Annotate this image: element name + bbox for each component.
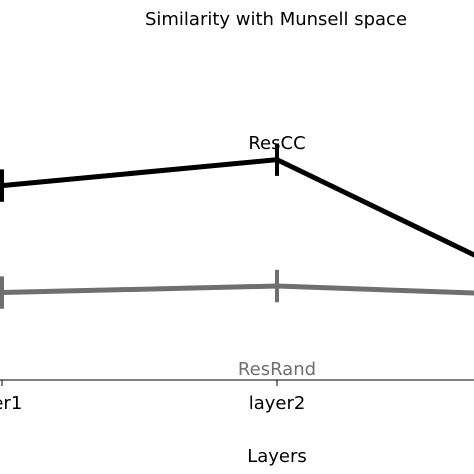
x-tick-label-layer2: layer2 [249, 393, 306, 414]
x-axis-ticks [1, 380, 278, 386]
chart-title: Similarity with Munsell space [145, 9, 407, 30]
series-layer [0, 143, 474, 309]
series-label-rescc: ResCC [248, 133, 305, 154]
series-label-resrand: ResRand [238, 359, 316, 380]
x-tick-label-layer1: yer1 [0, 393, 22, 414]
series-line-resrand [1, 283, 474, 296]
x-axis-label: Layers [247, 446, 307, 467]
series-line-rescc [1, 157, 474, 258]
